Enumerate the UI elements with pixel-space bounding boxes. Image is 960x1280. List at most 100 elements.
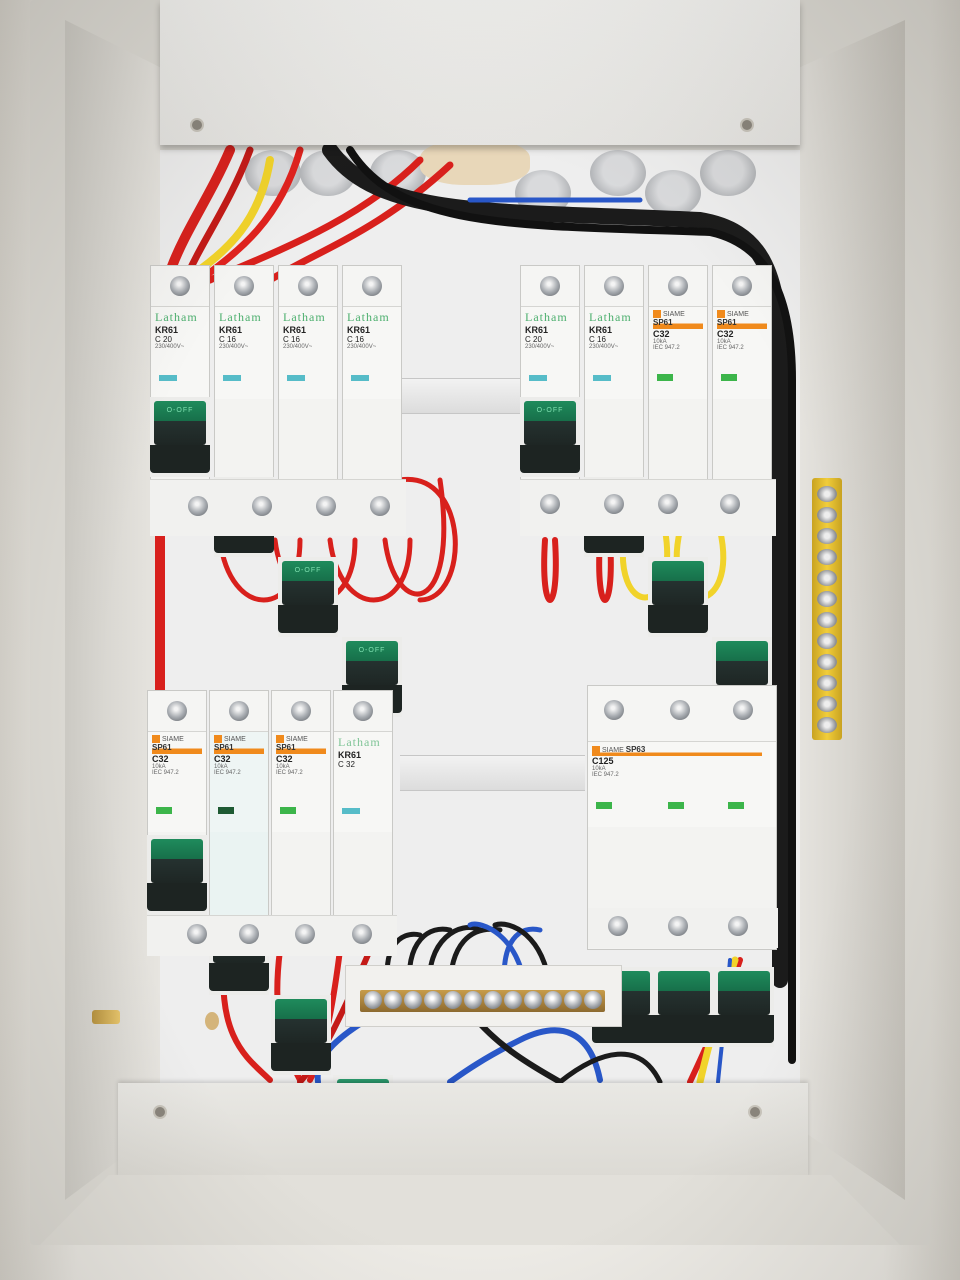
- conduit-entry: [700, 150, 756, 196]
- terminal-screw[interactable]: [295, 924, 315, 944]
- bottom-cover-flap: [118, 1083, 808, 1178]
- bottom-terminals: [147, 915, 397, 956]
- terminal-hole[interactable]: [817, 612, 837, 628]
- status-indicator: [728, 802, 744, 809]
- terminal-hole[interactable]: [817, 696, 837, 712]
- terminal-screw[interactable]: [604, 276, 624, 296]
- breaker-group-top-left: Latham KR61 C 20 230/400V~ Latham KR61 C…: [150, 265, 406, 717]
- terminal-screw[interactable]: [464, 991, 482, 1009]
- terminal-screw[interactable]: [404, 991, 422, 1009]
- toggle-row: O-OFF O-OFF O-OFF O-OFF: [150, 397, 406, 717]
- terminal-screw[interactable]: [167, 701, 187, 721]
- terminal-screw[interactable]: [234, 276, 254, 296]
- terminal-screw[interactable]: [668, 276, 688, 296]
- circuit-breaker[interactable]: SIAME SP61 C32 10kA IEC 947.2: [271, 690, 331, 955]
- terminal-screw[interactable]: [733, 700, 753, 720]
- conduit-entry: [645, 170, 701, 216]
- breaker-toggle[interactable]: [648, 557, 708, 637]
- terminal-screw[interactable]: [229, 701, 249, 721]
- breaker-label: Latham KR61 C 20 230/400V~: [521, 307, 579, 399]
- enclosure-left-side: [65, 20, 160, 1200]
- terminal-screw[interactable]: [384, 991, 402, 1009]
- terminal-screw[interactable]: [424, 991, 442, 1009]
- terminal-screw[interactable]: [604, 700, 624, 720]
- circuit-breaker[interactable]: SIAME SP61 C32 10kA IEC 947.2: [209, 690, 269, 955]
- terminal-screw[interactable]: [608, 916, 628, 936]
- status-indicator: [596, 802, 612, 809]
- terminal-screw[interactable]: [187, 924, 207, 944]
- terminal-screw[interactable]: [658, 494, 678, 514]
- terminal-screw[interactable]: [370, 496, 390, 516]
- terminal-hole[interactable]: [817, 633, 837, 649]
- status-indicator: [593, 375, 611, 381]
- terminal-screw[interactable]: [524, 991, 542, 1009]
- breaker-toggle[interactable]: [271, 995, 331, 1075]
- terminal-screw[interactable]: [353, 701, 373, 721]
- din-rail-bottom: [400, 755, 585, 791]
- terminal-screw[interactable]: [444, 991, 462, 1009]
- terminal-screw[interactable]: [291, 701, 311, 721]
- terminal-screw[interactable]: [564, 991, 582, 1009]
- terminal-screw[interactable]: [540, 494, 560, 514]
- breaker-group-bottom-right: SIAME SP63 C125 10kA IEC 947.2: [587, 685, 779, 1047]
- circuit-breaker[interactable]: Latham KR61 C 32: [333, 690, 393, 955]
- terminal-hole[interactable]: [817, 486, 837, 502]
- terminal-screw[interactable]: [316, 496, 336, 516]
- siame-logo-icon: [152, 735, 160, 743]
- terminal-screw[interactable]: [239, 924, 259, 944]
- terminal-screw[interactable]: [544, 991, 562, 1009]
- terminal-hole[interactable]: [817, 528, 837, 544]
- terminal-hole[interactable]: [817, 654, 837, 670]
- top-cover-flap: [160, 0, 800, 145]
- terminal-hole[interactable]: [817, 675, 837, 691]
- enclosure-bottom-ledge: [40, 1175, 900, 1245]
- terminal-hole[interactable]: [817, 507, 837, 523]
- breaker-label: Latham KR61 C 16 230/400V~: [585, 307, 643, 399]
- terminal-screw[interactable]: [504, 991, 522, 1009]
- terminal-screw[interactable]: [484, 991, 502, 1009]
- breaker-toggle[interactable]: O-OFF: [278, 557, 338, 637]
- terminal-screw[interactable]: [720, 494, 740, 514]
- circuit-breaker[interactable]: Latham KR61 C 16 230/400V~: [342, 265, 402, 535]
- breaker-toggle[interactable]: O-OFF: [150, 397, 210, 477]
- breaker-toggle[interactable]: O-OFF: [520, 397, 580, 477]
- terminal-screw[interactable]: [352, 924, 372, 944]
- terminal-screw[interactable]: [728, 916, 748, 936]
- terminal-screw[interactable]: [732, 276, 752, 296]
- toggle-row: O-OFF: [147, 835, 397, 1155]
- terminal-hole[interactable]: [817, 717, 837, 733]
- breaker-label: SIAME SP61 C32 10kA IEC 947.2: [713, 307, 771, 399]
- breaker-label: SIAME SP63 C125 10kA IEC 947.2: [588, 742, 776, 827]
- terminal-screw[interactable]: [298, 276, 318, 296]
- status-indicator: [287, 375, 305, 381]
- siame-logo-icon: [717, 310, 725, 318]
- terminal-screw[interactable]: [362, 276, 382, 296]
- status-indicator: [280, 807, 296, 814]
- breaker-label: Latham KR61 C 16 230/400V~: [279, 307, 337, 399]
- terminal-screw[interactable]: [584, 991, 602, 1009]
- breaker-label: Latham KR61 C 20 230/400V~: [151, 307, 209, 399]
- breaker-label: SIAME SP61 C32 10kA IEC 947.2: [210, 732, 268, 832]
- terminal-screw[interactable]: [252, 496, 272, 516]
- terminal-screw[interactable]: [670, 700, 690, 720]
- terminal-screw[interactable]: [364, 991, 382, 1009]
- toggle-row: O-OFF O-OFF: [520, 397, 776, 717]
- breaker-label: Latham KR61 C 16 230/400V~: [343, 307, 401, 399]
- conduit-entry: [590, 150, 646, 196]
- terminal-hole[interactable]: [817, 570, 837, 586]
- breaker-group-top-right: Latham KR61 C 20 230/400V~ Latham KR61 C…: [520, 265, 776, 717]
- three-pole-main-breaker[interactable]: SIAME SP63 C125 10kA IEC 947.2: [587, 685, 778, 1047]
- screw-hole: [153, 1105, 167, 1119]
- terminal-screw[interactable]: [188, 496, 208, 516]
- status-indicator: [351, 375, 369, 381]
- terminal-screw[interactable]: [540, 276, 560, 296]
- terminal-screw[interactable]: [170, 276, 190, 296]
- terminal-hole[interactable]: [817, 591, 837, 607]
- terminal-screw[interactable]: [604, 494, 624, 514]
- terminal-hole[interactable]: [817, 549, 837, 565]
- bottom-terminals: [150, 479, 406, 536]
- status-indicator: [156, 807, 172, 814]
- screw-hole: [748, 1105, 762, 1119]
- terminal-screw[interactable]: [668, 916, 688, 936]
- breaker-toggle[interactable]: [147, 835, 207, 915]
